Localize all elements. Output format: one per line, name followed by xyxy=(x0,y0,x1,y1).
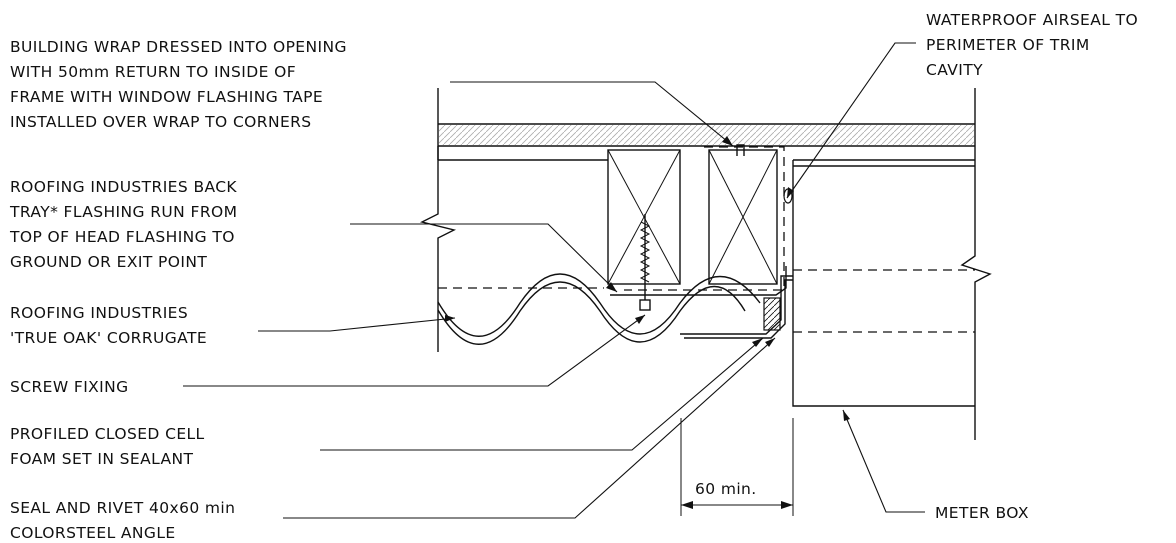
leader-corrugate xyxy=(258,317,456,332)
label-waterproof-airseal: WATERPROOF AIRSEAL TO PERIMETER OF TRIM … xyxy=(926,11,1138,79)
airseal-bead xyxy=(783,188,793,204)
label-meter-box: METER BOX xyxy=(935,504,1029,522)
screw-thread xyxy=(639,221,651,283)
dimension-60-min: 60 min. xyxy=(680,418,794,516)
label-back-tray-line-2: TRAY* FLASHING RUN FROM xyxy=(9,203,237,221)
label-foam-line-1: PROFILED CLOSED CELL xyxy=(10,425,205,443)
colorsteel-angle-outer xyxy=(680,275,793,335)
stud-right xyxy=(708,149,778,285)
label-waterproof-airseal-line-2: PERIMETER OF TRIM xyxy=(926,36,1090,54)
dimension-arrow-left xyxy=(681,501,693,509)
building-wrap-dashed xyxy=(624,146,785,291)
label-corrugate-line-1: ROOFING INDUSTRIES xyxy=(10,304,188,322)
wall-right-edge-break xyxy=(960,88,992,440)
label-angle-line-2: COLORSTEEL ANGLE xyxy=(10,524,176,542)
label-angle: SEAL AND RIVET 40x60 min COLORSTEEL ANGL… xyxy=(10,499,235,542)
label-corrugate-line-2: 'TRUE OAK' CORRUGATE xyxy=(10,329,207,347)
corrugate-lower-profile xyxy=(437,281,746,345)
stud-left-cross-b xyxy=(607,149,681,285)
label-back-tray-line-3: TOP OF HEAD FLASHING TO xyxy=(9,228,235,246)
label-back-tray-line-1: ROOFING INDUSTRIES BACK xyxy=(10,178,237,196)
leader-foam-arrow xyxy=(752,338,763,347)
label-building-wrap-line-4: INSTALLED OVER WRAP TO CORNERS xyxy=(10,113,312,131)
leader-screw-fixing-arrow xyxy=(635,315,645,324)
wrap-staple xyxy=(736,144,745,156)
label-building-wrap: BUILDING WRAP DRESSED INTO OPENING WITH … xyxy=(10,38,347,131)
leader-angle-arrow xyxy=(765,338,775,347)
label-corrugate: ROOFING INDUSTRIES 'TRUE OAK' CORRUGATE xyxy=(10,304,207,347)
leader-back-tray xyxy=(350,223,618,293)
leader-angle xyxy=(283,337,776,519)
wall-left-edge-break xyxy=(419,88,457,352)
colorsteel-angle-inner xyxy=(684,279,793,339)
cladding-texture xyxy=(439,125,974,145)
leader-waterproof-airseal xyxy=(786,42,916,199)
label-back-tray: ROOFING INDUSTRIES BACK TRAY* FLASHING R… xyxy=(9,178,237,271)
leader-screw-fixing xyxy=(183,314,646,387)
wall-construction xyxy=(419,88,992,440)
label-angle-line-1: SEAL AND RIVET 40x60 min xyxy=(10,499,235,517)
screw-head xyxy=(639,299,651,311)
leader-foam xyxy=(320,337,764,451)
leader-meter-box-arrow xyxy=(843,410,850,421)
label-back-tray-line-4: GROUND OR EXIT POINT xyxy=(10,253,207,271)
stud-right-cross-b xyxy=(708,149,778,285)
closed-cell-foam xyxy=(763,297,781,331)
label-building-wrap-line-2: WITH 50mm RETURN TO INSIDE OF xyxy=(10,63,296,81)
leader-back-tray-arrow xyxy=(606,282,617,292)
label-waterproof-airseal-line-3: CAVITY xyxy=(926,61,983,79)
label-building-wrap-line-1: BUILDING WRAP DRESSED INTO OPENING xyxy=(10,38,347,56)
leader-meter-box xyxy=(842,409,925,513)
dimension-arrow-right xyxy=(781,501,793,509)
label-building-wrap-line-3: FRAME WITH WINDOW FLASHING TAPE xyxy=(10,88,323,106)
label-waterproof-airseal-line-1: WATERPROOF AIRSEAL TO xyxy=(926,11,1138,29)
label-foam-line-2: FOAM SET IN SEALANT xyxy=(10,450,193,468)
label-foam: PROFILED CLOSED CELL FOAM SET IN SEALANT xyxy=(10,425,205,468)
leader-lines xyxy=(183,42,925,519)
dimension-text: 60 min. xyxy=(695,480,757,498)
corrugate-upper-profile xyxy=(437,273,761,337)
stud-left xyxy=(607,149,681,285)
label-screw-fixing: SCREW FIXING xyxy=(10,378,129,396)
meter-box-outline xyxy=(792,160,975,407)
